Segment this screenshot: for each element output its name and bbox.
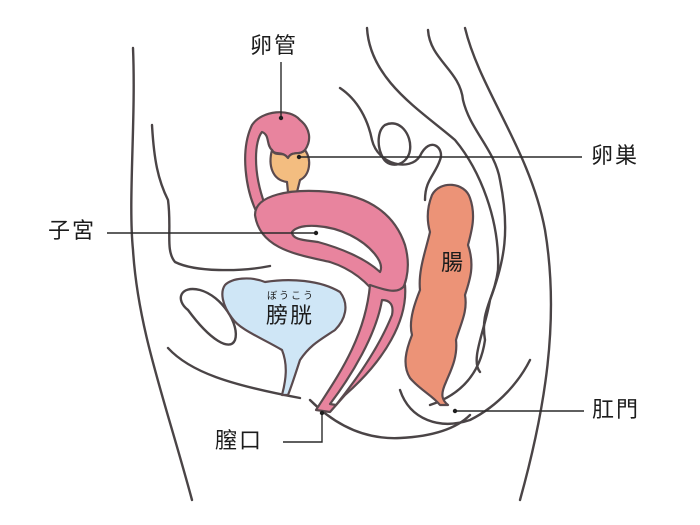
abdomen-back-outline	[338, 86, 443, 202]
spine-outline	[463, 26, 553, 502]
intestine-shape	[404, 183, 475, 407]
posterior-outline	[398, 358, 532, 425]
ovary-shape	[269, 148, 311, 194]
label-vaginal-opening: 膣口	[215, 429, 264, 454]
anus-leader-dot	[452, 408, 458, 414]
abdominal-wall-outline	[150, 123, 272, 272]
label-ovary: 卵巣	[591, 144, 640, 169]
vaginal-opening-leader	[283, 413, 323, 443]
pelvic-floor-outline	[166, 346, 302, 400]
perineum-outline	[308, 398, 472, 440]
label-anus: 肛門	[592, 398, 641, 423]
intestine-loop-outline	[377, 122, 412, 166]
front-body-outline	[130, 46, 194, 502]
uterus-leader-dot	[313, 230, 319, 236]
fallopian-tube-leader-dot	[278, 115, 284, 121]
label-uterus: 子宮	[48, 219, 97, 244]
vaginal-opening-leader-dot	[319, 410, 325, 416]
uterine-cavity	[290, 224, 383, 274]
label-bladder: 膀胱	[266, 304, 315, 329]
label-intestine: 腸	[441, 251, 466, 276]
vagina-inner	[328, 298, 394, 407]
label-bladder-reading: ぼうこう	[267, 291, 315, 302]
rectum-wall-outline	[365, 26, 500, 407]
sacrum-outline	[426, 28, 507, 374]
label-fallopian-tube: 卵管	[250, 34, 299, 59]
ovary-leader-dot	[296, 154, 302, 160]
bladder-shape	[221, 277, 347, 397]
